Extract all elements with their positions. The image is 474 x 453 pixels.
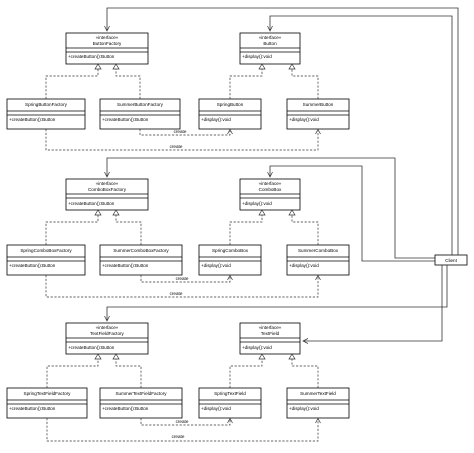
- class-button-factory[interactable]: «interface» ButtonFactory +createButton(…: [65, 32, 149, 65]
- class-client[interactable]: Client: [434, 254, 468, 266]
- method-label: +createButton():Button: [68, 201, 115, 206]
- class-name: SummerComboBoxFactory: [113, 248, 169, 253]
- method-label: +display():void: [242, 345, 272, 350]
- class-name: Button: [263, 41, 277, 46]
- class-spring-button[interactable]: SpringButton +display():void: [198, 98, 262, 130]
- client-associations: [104, 7, 459, 344]
- class-name: SpringTextFieldFactory: [24, 391, 72, 396]
- class-name: SummerButton: [303, 102, 334, 107]
- class-name: SpringTextField: [214, 391, 246, 396]
- create-label: create: [176, 276, 189, 281]
- stereotype-label: «interface»: [259, 325, 282, 330]
- realization-arrows-row2: [45, 209, 319, 245]
- method-label: +createButton():Button: [102, 263, 149, 268]
- class-textfield[interactable]: «interface» TextField +display():void: [239, 322, 301, 355]
- realization-arrows-row3: [46, 353, 319, 388]
- class-name: SpringButton: [217, 102, 244, 107]
- class-spring-textfield-factory[interactable]: SpringTextFieldFactory +createButton():B…: [6, 387, 88, 419]
- class-name: TextFieldFactory: [90, 331, 124, 336]
- stereotype-label: «interface»: [96, 325, 119, 330]
- create-label: create: [170, 291, 183, 296]
- class-summer-button[interactable]: SummerButton +display():void: [286, 98, 350, 130]
- class-name: ButtonFactory: [93, 41, 122, 46]
- class-name: SpringComboBoxFactory: [20, 248, 72, 253]
- create-label: create: [174, 129, 187, 134]
- create-label: create: [172, 434, 185, 439]
- create-dependencies-row1: create create: [45, 128, 321, 151]
- class-name: SummerButtonFactory: [117, 102, 164, 107]
- class-name: SummerTextFieldFactory: [115, 391, 167, 396]
- create-dependencies-row2: create create: [45, 274, 321, 298]
- realization-arrows-row1: [45, 63, 319, 99]
- method-label: +display():void: [242, 54, 272, 59]
- class-summer-textfield[interactable]: SummerTextField +display():void: [286, 387, 350, 419]
- method-label: +createButton():Button: [102, 117, 149, 122]
- class-summer-combobox[interactable]: SummerComboBox +display():void: [286, 244, 350, 276]
- stereotype-label: «interface»: [96, 181, 119, 186]
- method-label: +display():void: [201, 117, 231, 122]
- class-name: ComboBox: [259, 187, 282, 192]
- class-name: SpringButtonFactory: [25, 102, 68, 107]
- create-dependencies-row3: create create: [46, 417, 321, 442]
- create-label: create: [170, 144, 183, 149]
- class-summer-combobox-factory[interactable]: SummerComboBoxFactory +createButton():Bu…: [99, 244, 183, 276]
- class-name: ComboBoxFactory: [88, 187, 127, 192]
- class-name: SpringComboBox: [212, 248, 249, 253]
- class-spring-combobox[interactable]: SpringComboBox +display():void: [198, 244, 262, 276]
- method-label: +display():void: [289, 263, 319, 268]
- class-spring-combobox-factory[interactable]: SpringComboBoxFactory +createButton():Bu…: [6, 244, 86, 276]
- method-label: +display():void: [201, 263, 231, 268]
- class-button[interactable]: «interface» Button +display():void: [239, 32, 301, 65]
- class-name: TextField: [261, 331, 280, 336]
- method-label: +display():void: [289, 406, 319, 411]
- class-name: SummerComboBox: [298, 248, 339, 253]
- stereotype-label: «interface»: [96, 35, 119, 40]
- method-label: +createButton():Button: [68, 345, 115, 350]
- method-label: +display():void: [289, 117, 319, 122]
- method-label: +display():void: [242, 201, 272, 206]
- stereotype-label: «interface»: [259, 35, 282, 40]
- class-spring-button-factory[interactable]: SpringButtonFactory +createButton():Butt…: [6, 98, 86, 130]
- class-name: SummerTextField: [300, 391, 336, 396]
- class-name: Client: [445, 258, 457, 263]
- method-label: +createButton():Button: [102, 406, 149, 411]
- class-combobox-factory[interactable]: «interface» ComboBoxFactory +createButto…: [65, 178, 149, 211]
- class-combobox[interactable]: «interface» ComboBox +display():void: [239, 178, 301, 211]
- class-summer-button-factory[interactable]: SummerButtonFactory +createButton():Butt…: [99, 98, 181, 130]
- stereotype-label: «interface»: [259, 181, 282, 186]
- class-spring-textfield[interactable]: SpringTextField +display():void: [198, 387, 262, 419]
- create-label: create: [176, 419, 189, 424]
- class-summer-textfield-factory[interactable]: SummerTextFieldFactory +createButton():B…: [99, 387, 183, 419]
- method-label: +display():void: [201, 406, 231, 411]
- method-label: +createButton():Button: [9, 117, 56, 122]
- class-textfield-factory[interactable]: «interface» TextFieldFactory +createButt…: [65, 322, 149, 355]
- method-label: +createButton():Button: [9, 406, 56, 411]
- method-label: +createButton():Button: [68, 54, 115, 59]
- method-label: +createButton():Button: [9, 263, 56, 268]
